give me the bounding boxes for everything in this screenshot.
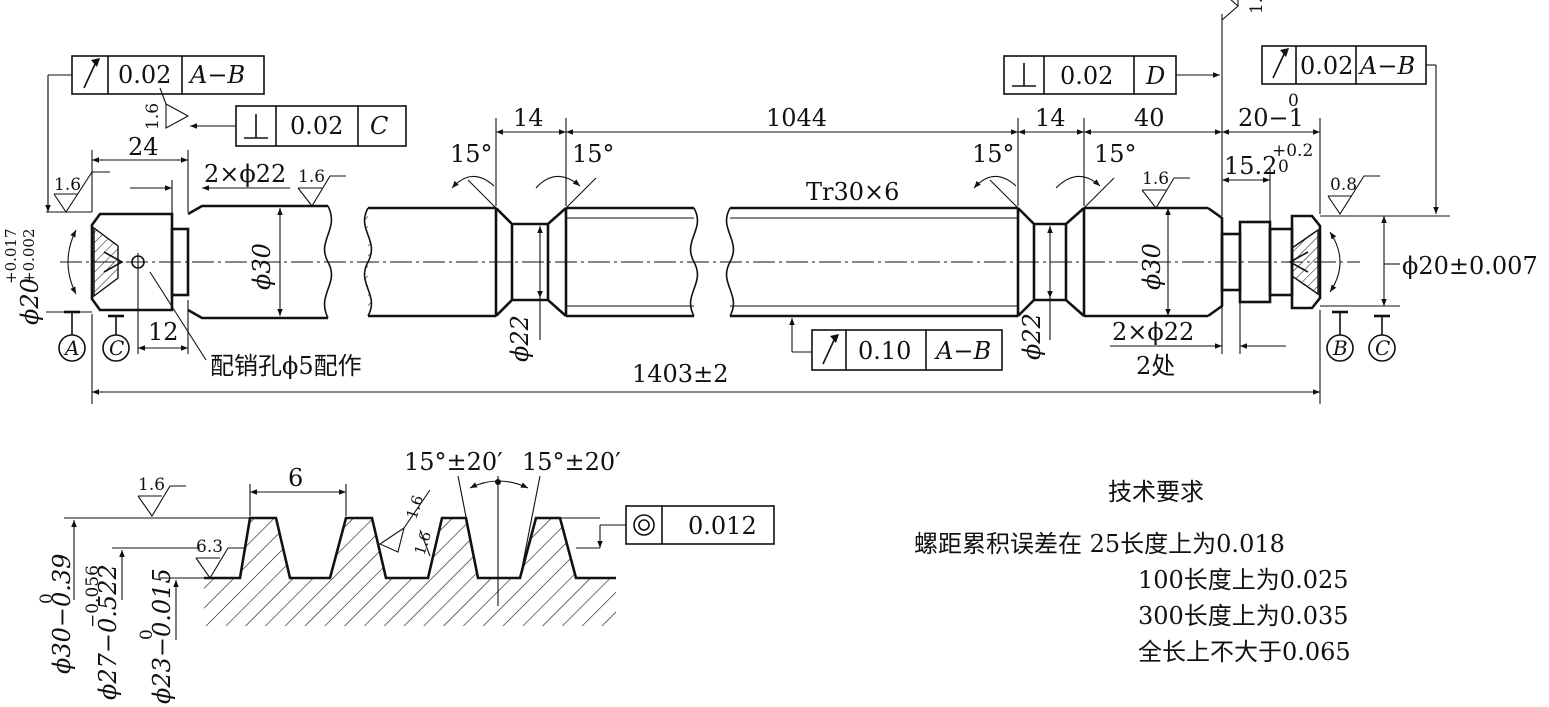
thread-angle-left: 15°±20′ <box>404 448 503 476</box>
svg-text:C: C <box>1375 336 1390 360</box>
svg-text:0.012: 0.012 <box>688 512 757 540</box>
svg-text:A−B: A−B <box>1358 52 1415 80</box>
pin-hole-note: 配销孔ϕ5配作 <box>210 352 362 380</box>
angle-15-b: 15° <box>572 140 615 168</box>
dim-groove-left: 2×ϕ22 <box>204 160 286 188</box>
dim-1044: 1044 <box>766 104 827 132</box>
thread-pitch: 6 <box>288 464 303 492</box>
left-end <box>90 204 333 320</box>
dim-15-main: 15.2 <box>1224 152 1277 180</box>
datum-c-right: C <box>1368 314 1396 362</box>
fcf-concentricity: 0.012 <box>597 505 775 548</box>
svg-text:B: B <box>1332 336 1348 360</box>
dim-thread-root-upper: 0 <box>137 629 157 640</box>
svg-text:D: D <box>1145 62 1165 90</box>
dim-phi30-right: ϕ30 <box>1138 243 1166 290</box>
svg-text:1.6: 1.6 <box>54 175 81 195</box>
svg-text:1.6: 1.6 <box>1142 169 1169 189</box>
dim-thread-pitch-upper: −0.056 <box>83 565 103 628</box>
roughness-right-face: 1.6 <box>1221 0 1267 21</box>
fcf-runout-left: 0.02 A−B <box>45 55 265 212</box>
dim-phi20-left-main: ϕ20 <box>16 278 44 325</box>
dim-40: 40 <box>1134 104 1165 132</box>
thread-rough-top: 1.6 <box>137 475 186 518</box>
svg-text:1.6: 1.6 <box>411 529 435 557</box>
dim-thread-outer-upper: 0 <box>37 593 57 604</box>
dim-15-lower: 0 <box>1278 157 1289 177</box>
dim-total: 1403±2 <box>632 360 728 388</box>
tech-req-line-4: 全长上不大于0.065 <box>1138 638 1351 666</box>
svg-text:0.02: 0.02 <box>290 112 343 140</box>
dim-phi20-right: ϕ20±0.007 <box>1402 252 1538 280</box>
angle-15-d: 15° <box>1094 140 1137 168</box>
roughness-left-end: 1.6 <box>53 171 110 214</box>
svg-text:1.6: 1.6 <box>143 103 163 130</box>
thread-rough-flank: 1.6 1.6 <box>378 489 435 557</box>
svg-text:C: C <box>109 336 124 360</box>
datum-b: B <box>1326 310 1354 362</box>
tech-req-title: 技术要求 <box>1108 478 1204 506</box>
dim-groove-right-note: 2处 <box>1136 352 1175 380</box>
svg-text:A−B: A−B <box>934 337 991 365</box>
roughness-right-end: 0.8 <box>1327 175 1380 216</box>
shaft-segment-1 <box>363 206 699 318</box>
dim-phi22-left: ϕ22 <box>506 315 534 362</box>
svg-text:1.6: 1.6 <box>298 167 325 187</box>
angle-15-c: 15° <box>972 140 1015 168</box>
dim-phi20-left-upper: +0.017 <box>2 228 20 284</box>
fcf-perp-right: 0.02 D <box>1003 55 1220 95</box>
dim-14-left: 14 <box>513 104 544 132</box>
dim-12: 12 <box>148 318 179 346</box>
fcf-perp-left: 0.02 C <box>190 105 407 147</box>
svg-text:0.8: 0.8 <box>1330 175 1357 195</box>
dim-thread-pitch-main: ϕ27−0.522 <box>94 564 122 700</box>
angle-15-a: 15° <box>450 140 493 168</box>
dim-phi22-right: ϕ22 <box>1018 313 1046 360</box>
datum-a: A <box>58 310 86 362</box>
dim-thread-outer-main: ϕ30−0.39 <box>48 554 76 674</box>
dim-14-right: 14 <box>1035 104 1066 132</box>
thread-angle-right: 15°±20′ <box>522 448 621 476</box>
dim-phi20-left-lower: +0.002 <box>20 228 38 284</box>
thread-label: Tr30×6 <box>806 178 899 206</box>
fcf-runout-right: 0.02 A−B <box>1261 45 1439 214</box>
svg-text:0.10: 0.10 <box>858 337 911 365</box>
tech-req-line-2: 100长度上为0.025 <box>1138 566 1349 594</box>
roughness-right-journal: 1.6 <box>1141 169 1190 209</box>
svg-text:1.6: 1.6 <box>138 475 165 495</box>
svg-text:0.02: 0.02 <box>1060 62 1113 90</box>
svg-text:0.02: 0.02 <box>118 61 171 89</box>
tech-req-line-1: 螺距累积误差在 25长度上为0.018 <box>914 530 1285 558</box>
dim-15-upper: +0.2 <box>1272 141 1313 161</box>
svg-text:6.3: 6.3 <box>196 537 223 557</box>
roughness-left-journal: 1.6 <box>297 167 346 207</box>
datum-c-left: C <box>102 314 130 362</box>
tech-requirements: 技术要求 螺距累积误差在 25长度上为0.018 100长度上为0.025 30… <box>914 478 1351 666</box>
shaft-segment-2 <box>725 206 1322 318</box>
fcf-runout-mid: 0.10 A−B <box>789 318 1003 371</box>
dim-24: 24 <box>128 133 159 161</box>
tech-req-line-3: 300长度上为0.035 <box>1138 602 1349 630</box>
svg-text:A: A <box>63 336 79 360</box>
dim-20-main: 20−1 <box>1238 104 1304 132</box>
dim-phi30-left: ϕ30 <box>248 243 276 290</box>
main-view: 24 2×ϕ22 15° 15° 14 1044 14 40 20−1 <box>2 0 1538 404</box>
svg-text:A−B: A−B <box>188 61 245 89</box>
thread-detail: 6 15°±20′ 15°±20′ 1.6 6.3 1.6 1.6 <box>37 448 775 704</box>
svg-text:C: C <box>370 112 388 140</box>
svg-text:1.6: 1.6 <box>403 493 427 521</box>
dim-groove-right: 2×ϕ22 <box>1112 318 1194 346</box>
thread-rough-mid: 6.3 <box>195 537 244 580</box>
svg-text:1.6: 1.6 <box>1247 0 1267 14</box>
dim-20-upper: 0 <box>1288 91 1299 111</box>
roughness-left-face: 1.6 <box>143 87 190 130</box>
svg-text:0.02: 0.02 <box>1300 52 1353 80</box>
dim-thread-root-main: ϕ23−0.015 <box>148 568 176 704</box>
